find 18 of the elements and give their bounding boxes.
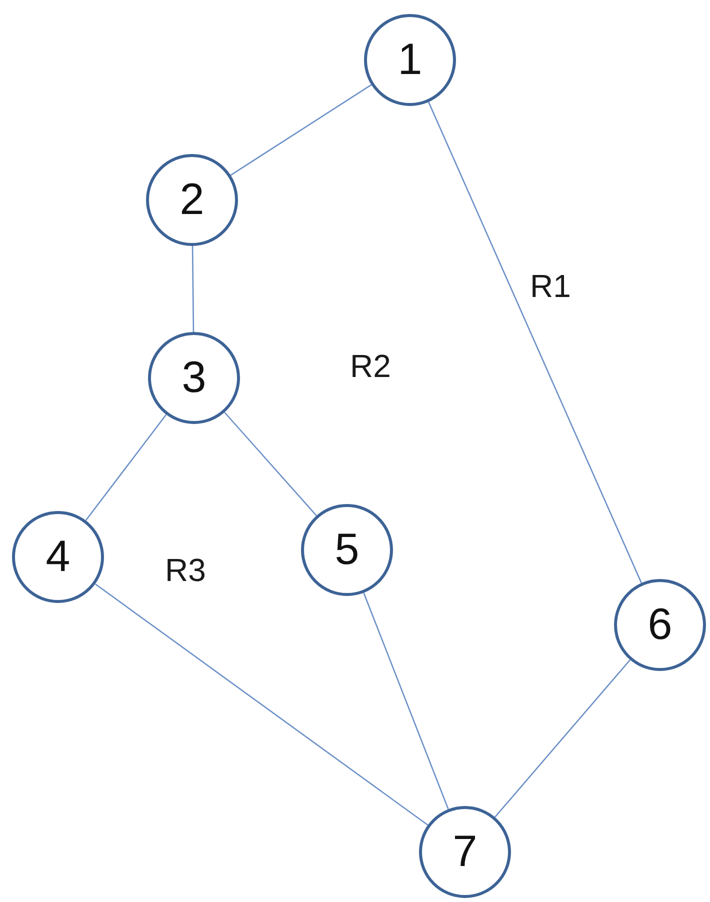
- connector-line: [230, 84, 372, 176]
- node-number: 7: [452, 830, 478, 874]
- node-number: 6: [648, 603, 672, 647]
- region-label: R2: [350, 348, 391, 385]
- connector-line: [192, 246, 194, 332]
- connector-line: [428, 102, 642, 584]
- node-number: 1: [398, 38, 422, 82]
- connector-line: [363, 592, 449, 810]
- connector-line: [494, 659, 631, 818]
- region-label: R1: [530, 268, 571, 305]
- node-number: 2: [180, 178, 204, 222]
- region-label: R3: [165, 552, 206, 589]
- node-number: 3: [182, 356, 206, 400]
- connector-line: [224, 412, 317, 516]
- connector-line: [85, 414, 167, 521]
- connector-line: [94, 583, 428, 826]
- node-number: 5: [334, 528, 360, 572]
- node-number: 4: [46, 535, 70, 579]
